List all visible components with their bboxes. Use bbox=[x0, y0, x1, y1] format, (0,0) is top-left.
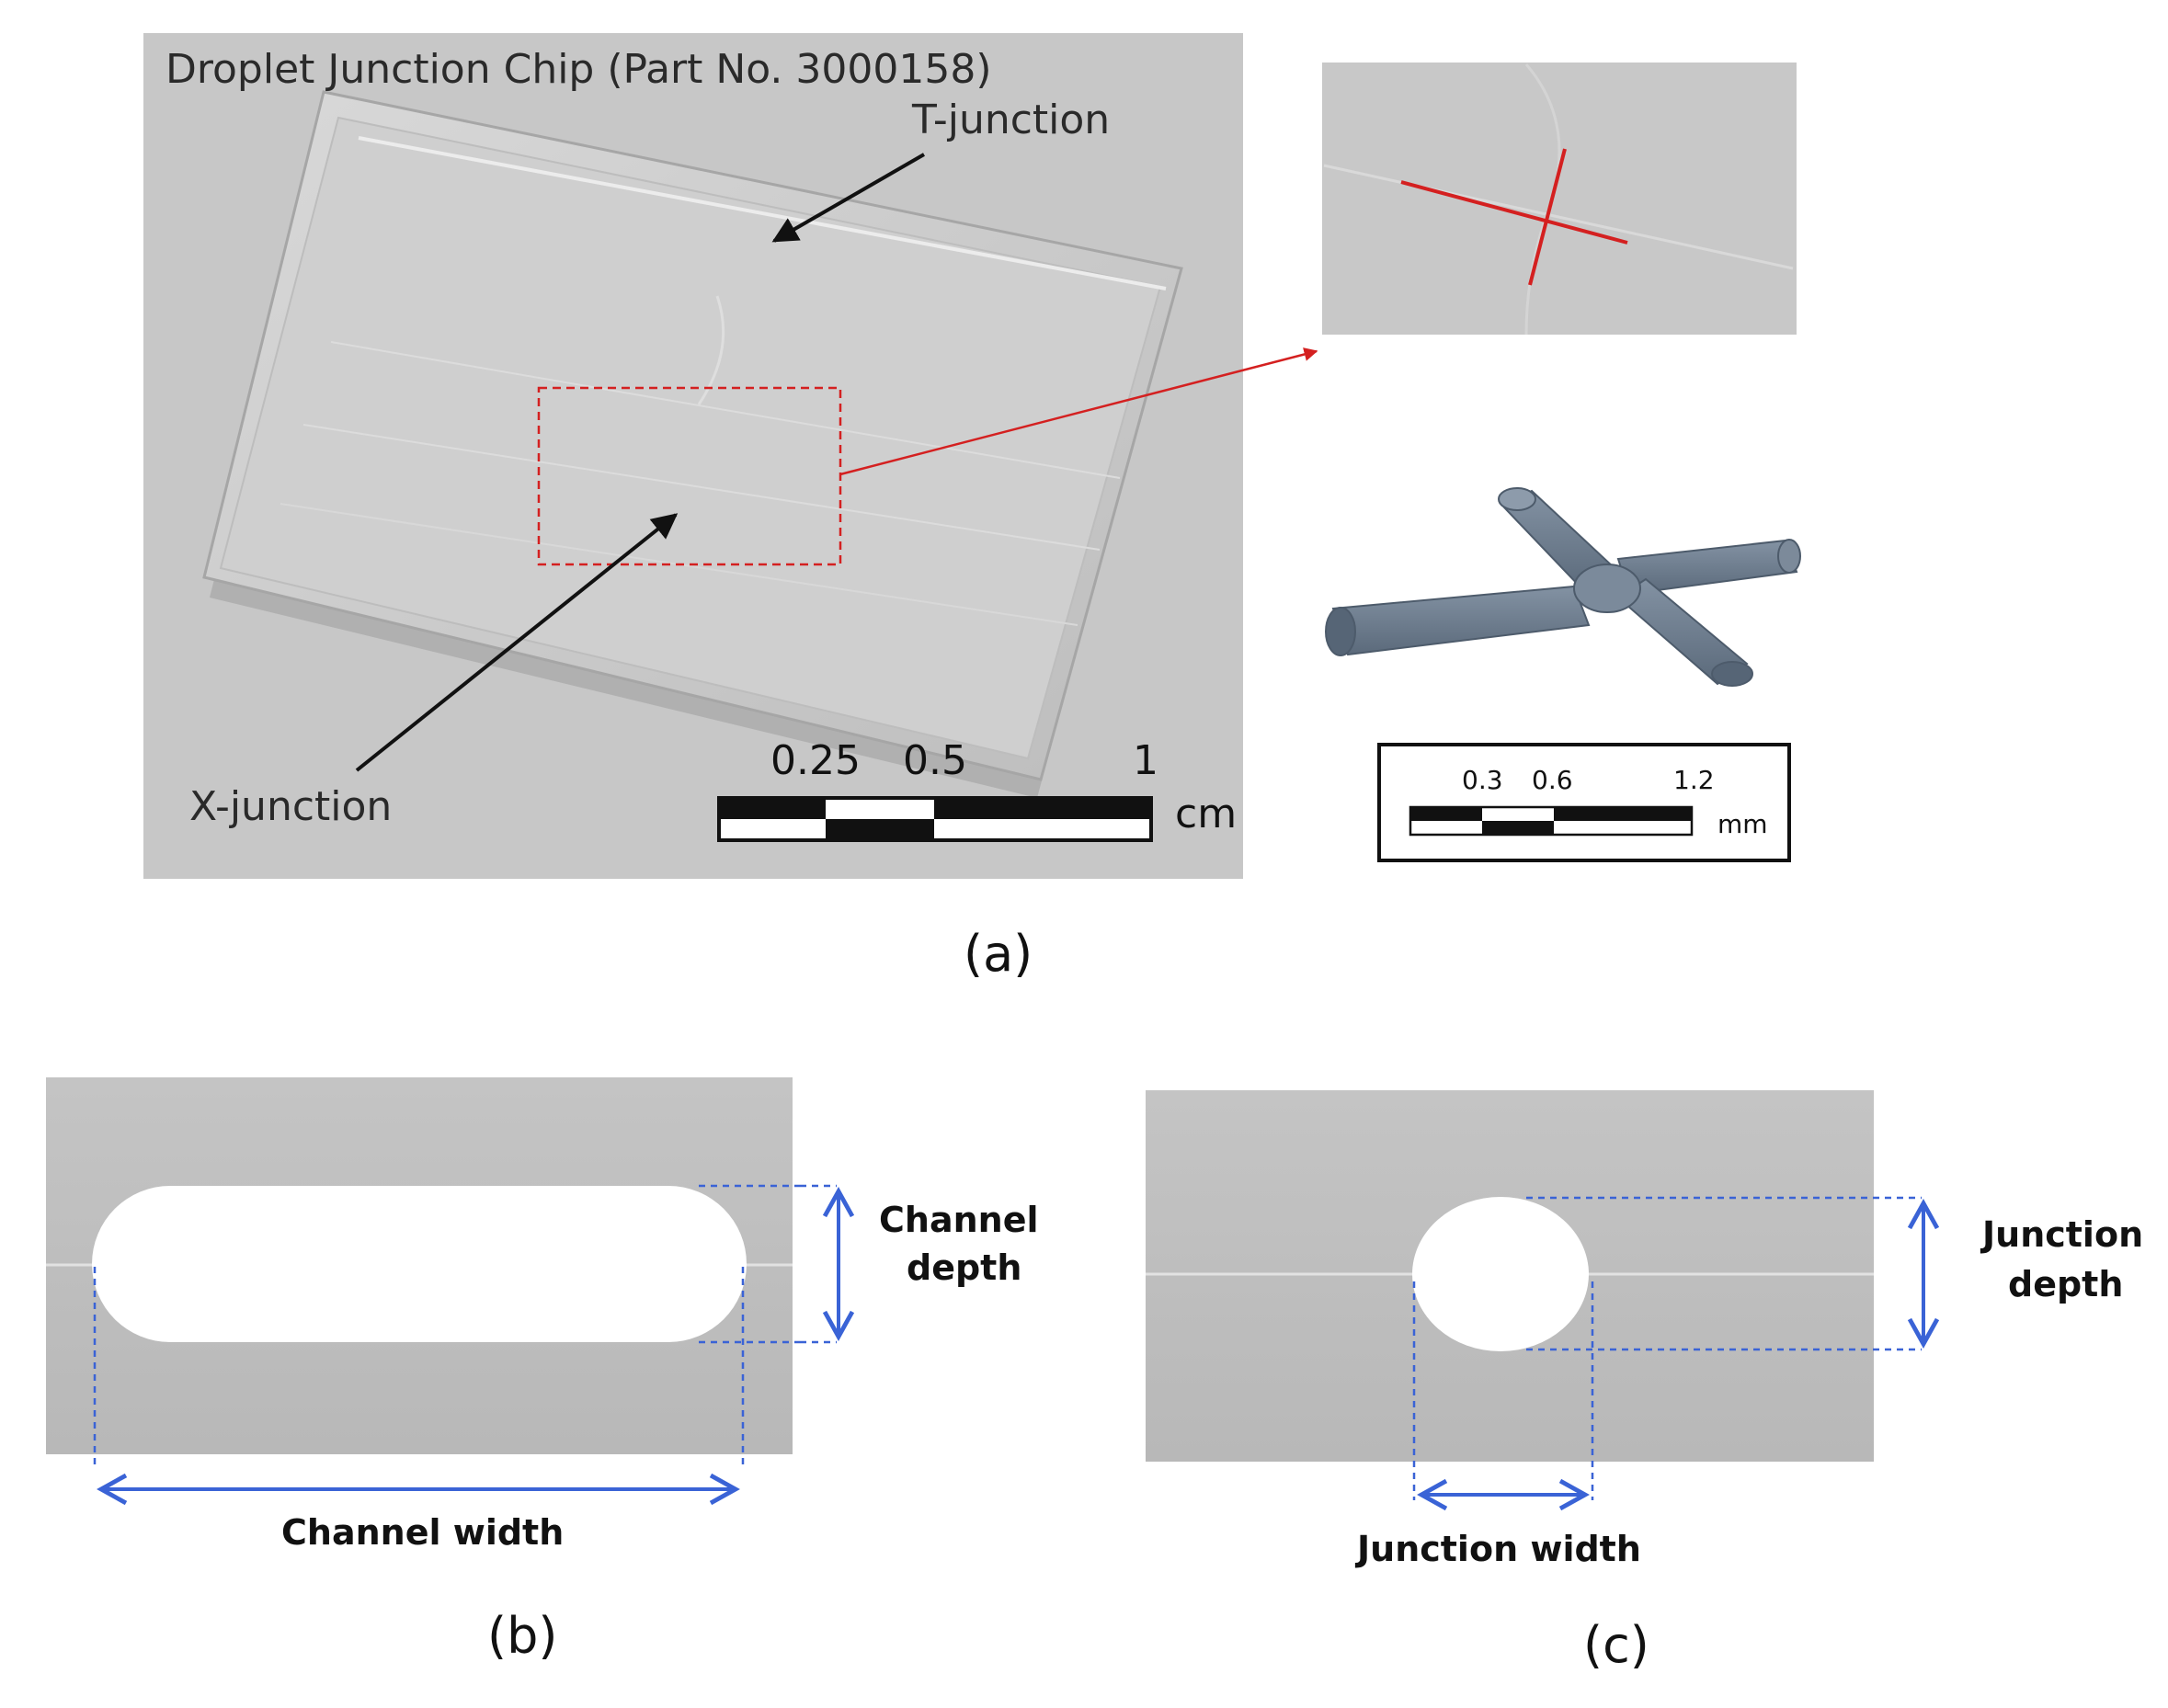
cm-tick-025: 0.25 bbox=[770, 737, 861, 784]
panel-a: Droplet Junction Chip (Part No. 3000158)… bbox=[143, 33, 1801, 983]
chip-body bbox=[202, 90, 1183, 798]
cross-mark-h bbox=[1400, 180, 1628, 245]
t-junction-label: T-junction bbox=[911, 97, 1110, 143]
channel-depth-label-line2: depth bbox=[907, 1247, 1021, 1288]
cm-tick-05: 0.5 bbox=[903, 737, 967, 784]
cm-scale-bar: 0.25 0.5 1 cm bbox=[717, 737, 1237, 842]
x-junction-label: X-junction bbox=[189, 783, 392, 830]
panel-c: Junction depth Junction width (c) bbox=[1146, 1090, 2143, 1674]
cross-mark-v bbox=[1528, 148, 1567, 286]
junction-width-label: Junction width bbox=[1354, 1529, 1641, 1569]
zoom-connector-arrow bbox=[839, 347, 1318, 476]
mm-tick-06: 0.6 bbox=[1532, 765, 1573, 795]
channel-width-label: Channel width bbox=[281, 1512, 564, 1553]
channel-depth-label-line1: Channel bbox=[879, 1200, 1039, 1240]
panel-b: Channel depth Channel width (b) bbox=[46, 1077, 1039, 1665]
junction-opening bbox=[1412, 1197, 1589, 1351]
cm-unit: cm bbox=[1175, 791, 1237, 837]
mm-unit: mm bbox=[1717, 809, 1768, 839]
caption-b: (b) bbox=[487, 1607, 557, 1665]
caption-c: (c) bbox=[1583, 1616, 1649, 1674]
x-junction-arrow bbox=[355, 513, 679, 772]
photo-title: Droplet Junction Chip (Part No. 3000158) bbox=[165, 46, 992, 93]
junction-3d-model bbox=[1325, 487, 1801, 687]
x-junction-highlight-box bbox=[537, 386, 842, 566]
mm-scale-bar: 0.3 0.6 1.2 mm bbox=[1377, 743, 1791, 862]
junction-depth-label-line1: Junction bbox=[1980, 1214, 2143, 1255]
mm-tick-03: 0.3 bbox=[1462, 765, 1503, 795]
zoom-inset bbox=[1322, 63, 1797, 336]
channel-opening bbox=[92, 1186, 747, 1342]
caption-a: (a) bbox=[964, 925, 1033, 983]
mm-tick-12: 1.2 bbox=[1673, 765, 1715, 795]
cm-tick-1: 1 bbox=[1133, 737, 1158, 784]
junction-depth-label-line2: depth bbox=[2008, 1264, 2123, 1304]
t-junction-arrow bbox=[771, 153, 925, 243]
